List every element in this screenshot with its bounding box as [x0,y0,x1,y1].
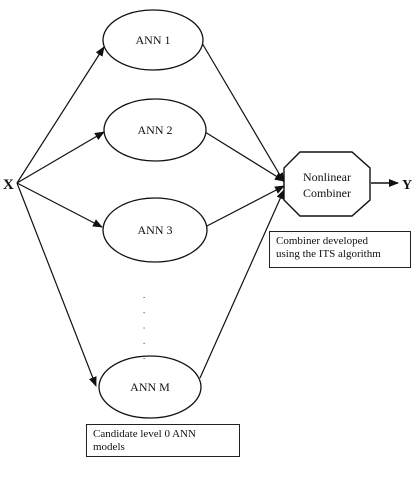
output-y-label: Y [402,178,412,193]
arrow-x-to-ann-2 [16,131,105,184]
ann-label-3: ANN 3 [138,223,173,237]
combiner-label-line-1: Nonlinear [303,170,351,184]
combiner-note-line-1: Combiner developed [276,235,368,247]
ann-label-1: ANN 1 [136,33,171,47]
ann-node-m [98,355,202,419]
nonlinear-combiner-node [283,151,371,217]
combiner-note-line-2: using the ITS algorithm [276,248,381,260]
candidate-note-box: Candidate level 0 ANN models [86,424,240,457]
input-x-label: X [3,177,14,193]
ann-node-2 [103,98,207,162]
arrow-ann-m-to-combiner [199,189,285,379]
arrow-ann-1-to-combiner [201,42,285,183]
ann-label-m: ANN M [130,380,170,394]
ann-node-3 [102,197,208,263]
arrow-x-to-ann-m [16,182,97,387]
arrow-x-to-ann-1 [16,46,105,184]
arrow-x-to-ann-3 [16,182,103,228]
ann-label-2: ANN 2 [138,123,173,137]
combiner-label-line-2: Combiner [303,186,351,200]
combiner-note-box: Combiner developed using the ITS algorit… [269,231,411,268]
arrow-ann-3-to-combiner [204,185,285,228]
candidate-note-line-1: Candidate level 0 ANN [93,428,196,440]
ann-node-1 [102,9,204,71]
candidate-note-line-2: models [93,441,125,453]
ellipsis-dots: · · · · · [139,296,149,365]
arrow-ann-2-to-combiner [204,131,285,182]
